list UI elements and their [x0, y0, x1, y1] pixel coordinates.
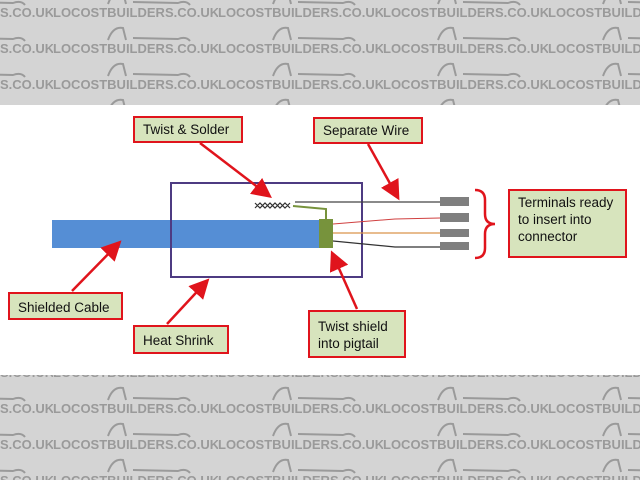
label-twist-solder: Twist & Solder [133, 116, 243, 143]
label-terminals: Terminals ready to insert into connector [508, 189, 627, 258]
shielded-cable [52, 220, 320, 248]
callout-arrows [71, 142, 400, 325]
arrow-heat-shrink [166, 278, 210, 325]
wire-black [332, 240, 440, 248]
pigtail-wire [292, 205, 327, 220]
arrow-separate-wire [366, 143, 400, 201]
terminal [440, 229, 469, 237]
label-twist-shield: Twist shield into pigtail [308, 310, 406, 358]
twisted-wires [254, 202, 291, 209]
brace [474, 188, 496, 260]
label-separate-wire: Separate Wire [313, 117, 423, 144]
arrow-shielded-cable [71, 240, 122, 292]
shield-pigtail [319, 219, 333, 248]
terminal [440, 213, 469, 222]
terminal [440, 242, 469, 250]
arrow-twist-solder [199, 142, 272, 199]
watermark-bottom [0, 375, 640, 480]
wire-red [332, 217, 441, 225]
label-shielded-cable: Shielded Cable [8, 292, 123, 320]
watermark-top [0, 0, 640, 105]
label-heat-shrink: Heat Shrink [133, 325, 229, 354]
terminal [440, 197, 469, 206]
arrow-twist-shield [329, 250, 359, 310]
